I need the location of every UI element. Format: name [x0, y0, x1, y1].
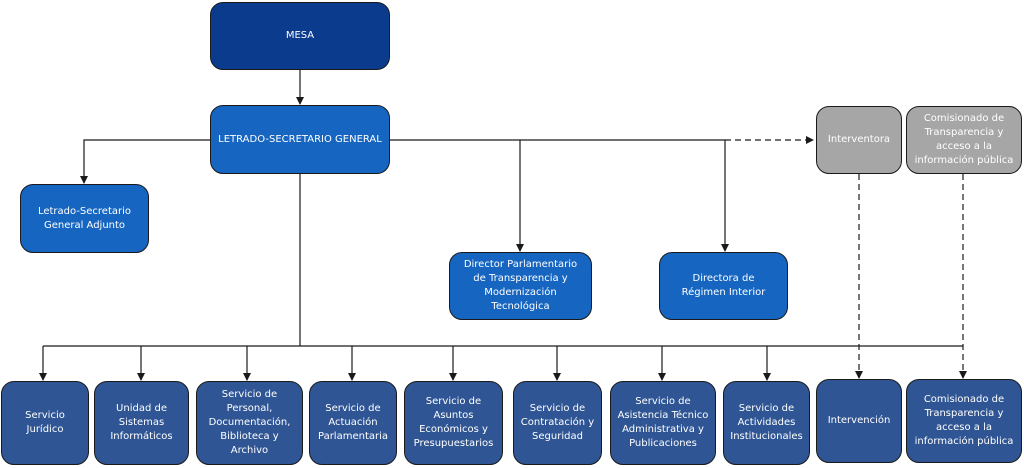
- service-label: Servicio de Actividades Institucionales: [730, 403, 803, 442]
- service-label: Intervención: [827, 415, 891, 426]
- service-actividades-institucionales: Servicio de Actividades Institucionales: [723, 381, 810, 465]
- service-personal-documentacion: Servicio de Personal, Documentación, Bib…: [196, 381, 303, 465]
- service-label: Servicio Jurídico: [25, 410, 65, 435]
- node-letrado-secretario-adjunto: Letrado-Secretario General Adjunto: [20, 184, 149, 253]
- service-label: Servicio de Asistencia Técnico Administr…: [617, 396, 709, 449]
- node-interventora-label: Interventora: [827, 134, 891, 145]
- node-interventora: Interventora: [816, 106, 902, 174]
- service-label: Servicio de Asuntos Económicos y Presupu…: [413, 396, 494, 449]
- service-unidad-sistemas-informaticos: Unidad de Sistemas Informáticos: [94, 381, 189, 465]
- node-letrado-secretario-general: LETRADO-SECRETARIO GENERAL: [210, 105, 390, 174]
- service-asuntos-economicos: Servicio de Asuntos Económicos y Presupu…: [404, 381, 503, 465]
- service-asistencia-tecnico: Servicio de Asistencia Técnico Administr…: [610, 381, 716, 465]
- service-intervencion: Intervención: [816, 379, 902, 463]
- node-letrado-secretario-general-label: LETRADO-SECRETARIO GENERAL: [218, 133, 382, 145]
- node-directora-regimen-interior: Directora de Régimen Interior: [659, 252, 788, 320]
- node-comisionado-top-label: Comisionado de Transparencia y acceso a …: [914, 113, 1014, 166]
- node-mesa: MESA: [210, 2, 390, 70]
- service-comisionado-transparencia: Comisionado de Transparencia y acceso a …: [906, 379, 1022, 463]
- service-label: Unidad de Sistemas Informáticos: [110, 403, 173, 442]
- node-director-parlamentario-label: Director Parlamentario de Transparencia …: [463, 259, 578, 312]
- node-directora-regimen-interior-label: Directora de Régimen Interior: [681, 273, 766, 298]
- node-director-parlamentario: Director Parlamentario de Transparencia …: [449, 252, 592, 320]
- service-actuacion-parlamentaria: Servicio de Actuación Parlamentaria: [309, 381, 397, 465]
- node-letrado-secretario-adjunto-label: Letrado-Secretario General Adjunto: [37, 205, 132, 231]
- service-label: Servicio de Contratación y Seguridad: [520, 403, 595, 442]
- service-label: Servicio de Actuación Parlamentaria: [317, 403, 389, 442]
- service-label: Comisionado de Transparencia y acceso a …: [914, 394, 1014, 447]
- service-servicio-juridico: Servicio Jurídico: [1, 381, 89, 465]
- service-contratacion-seguridad: Servicio de Contratación y Seguridad: [513, 381, 602, 465]
- node-mesa-label: MESA: [285, 30, 315, 41]
- service-label: Servicio de Personal, Documentación, Bib…: [208, 389, 291, 456]
- node-comisionado-top: Comisionado de Transparencia y acceso a …: [906, 106, 1022, 174]
- secretario-to-adjunto-arrow: [80, 139, 210, 184]
